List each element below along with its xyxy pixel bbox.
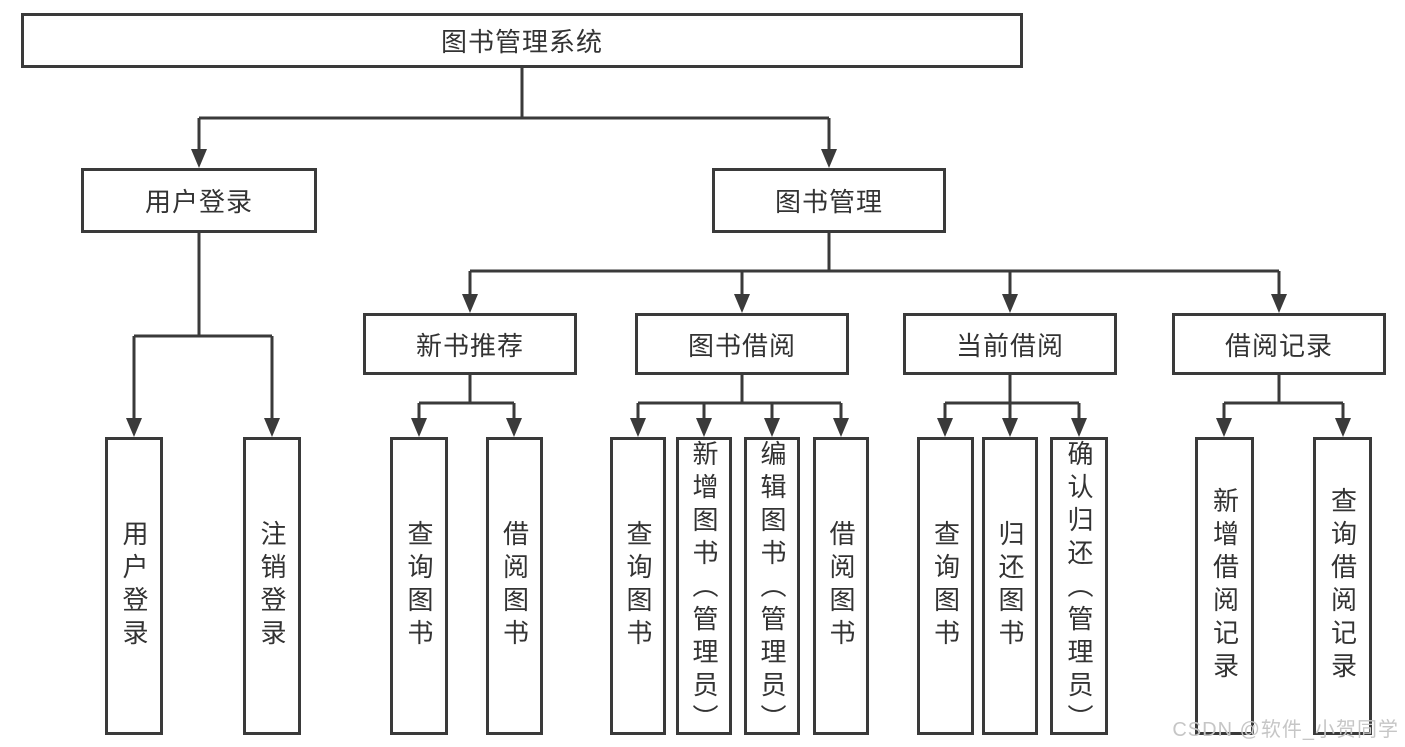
leaf-bb-borrow-books: 借阅图书 <box>813 437 869 735</box>
node-borrow-records: 借阅记录 <box>1172 313 1386 375</box>
leaf-logout: 注销登录 <box>243 437 301 735</box>
leaf-bb-query-books: 查询图书 <box>610 437 666 735</box>
leaf-nbr-borrow-books: 借阅图书 <box>486 437 543 735</box>
leaf-cb-return-books: 归还图书 <box>982 437 1038 735</box>
csdn-watermark: CSDN @软件_小贺同学 <box>1172 719 1399 741</box>
node-book-management: 图书管理 <box>712 168 946 233</box>
node-label: 用户登录 <box>119 520 149 652</box>
node-label: 借阅图书 <box>499 520 530 652</box>
node-new-book-recommend: 新书推荐 <box>363 313 577 375</box>
leaf-bb-edit-books-admin: 编辑图书（管理员） <box>744 437 800 737</box>
node-label: 确认归还（管理员） <box>1064 440 1094 737</box>
node-book-borrow: 图书借阅 <box>635 313 849 375</box>
leaf-cb-confirm-return-admin: 确认归还（管理员） <box>1050 437 1108 737</box>
leaf-br-add-record: 新增借阅记录 <box>1195 437 1254 735</box>
node-label: 查询图书 <box>404 520 434 652</box>
node-label: 归还图书 <box>995 520 1025 652</box>
leaf-bb-add-books-admin: 新增图书（管理员） <box>676 437 732 737</box>
leaf-user-login: 用户登录 <box>105 437 163 735</box>
node-label: 新增借阅记录 <box>1209 487 1240 685</box>
arrowheads <box>126 149 1351 437</box>
node-label: 查询借阅记录 <box>1327 487 1358 685</box>
node-current-borrow: 当前借阅 <box>903 313 1117 375</box>
node-label: 注销登录 <box>257 520 287 652</box>
leaf-nbr-query-books: 查询图书 <box>390 437 448 735</box>
node-label: 查询图书 <box>930 520 961 652</box>
node-label: 借阅图书 <box>826 520 856 652</box>
leaf-br-query-record: 查询借阅记录 <box>1313 437 1372 735</box>
node-label: 编辑图书（管理员） <box>757 440 787 737</box>
node-label: 新增图书（管理员） <box>689 440 719 737</box>
node-root: 图书管理系统 <box>21 13 1023 68</box>
leaf-cb-query-books: 查询图书 <box>917 437 974 735</box>
node-user-login: 用户登录 <box>81 168 317 233</box>
node-label: 查询图书 <box>623 520 653 652</box>
